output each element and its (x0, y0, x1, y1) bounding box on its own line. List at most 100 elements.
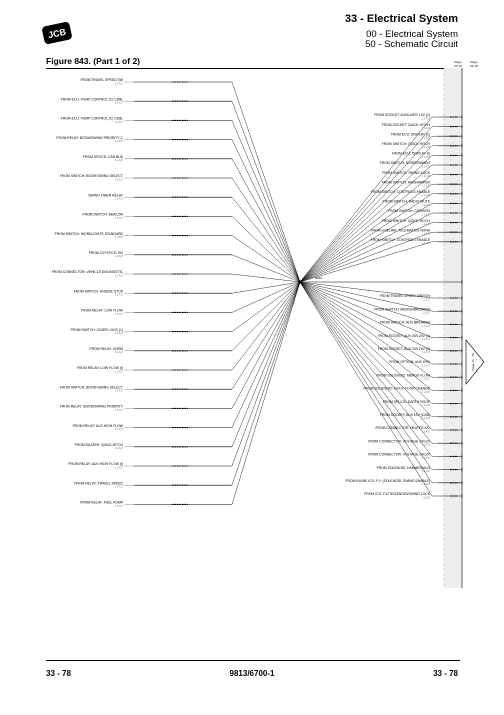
right-label: FROM CONNECTOR: VOLTAGE 24/12V (368, 453, 431, 457)
edge-band (444, 68, 462, 588)
fan-line (299, 222, 433, 283)
left-ref: 1.1 A17 (115, 274, 124, 277)
footer-rule (46, 660, 460, 661)
right-label: FROM SWITCH: QUICK HITCH (382, 219, 431, 223)
right-label: FROM TRAVEL SPEED SWITCH (380, 294, 431, 298)
fan-line (231, 216, 301, 283)
right-label: FROM ECU: DISPLAY (I) (392, 152, 430, 156)
right-label: FROM SWITCH: QUICK HITCH (382, 142, 431, 146)
fan-line (299, 212, 433, 283)
right-ref: 1.1 A17 (422, 146, 431, 149)
left-label: FROM RELAY: HORN (90, 347, 124, 351)
fan-line (299, 116, 433, 283)
left-label: FROM SWITCH: BEACON (83, 213, 124, 217)
offpage-arrow (465, 339, 485, 385)
right-ref: 1.1 A17 (422, 117, 431, 120)
fan-line (299, 232, 433, 283)
fan-line (299, 281, 433, 299)
right-ref: 1.1 A17 (422, 404, 431, 407)
fan-line (231, 197, 301, 283)
right-ref: 1.1 A17 (422, 185, 431, 188)
right-label: FROM SWITCH: AUX BREAKER (380, 321, 431, 325)
jcb-logo: JCB (42, 22, 72, 44)
right-label: FROM INLINE ICO: F.Y. (SOLENOID: SWING E… (345, 479, 430, 483)
fan-line (231, 235, 301, 283)
left-label: SWING TIMER RELAY (88, 193, 123, 197)
left-ref: 1.1 A17 (115, 428, 124, 431)
right-label: FROM SWITCH: WASH/WIPER (382, 180, 431, 184)
left-ref: 1.1 A17 (115, 178, 124, 181)
fan-line (299, 281, 433, 312)
right-ref: 1.1 A17 (422, 213, 431, 216)
left-label: FROM SWITCH: BOOM SWING SELECT (60, 385, 123, 389)
page-number-right: 33 - 78 (433, 669, 458, 678)
left-ref: 1.1 A17 (115, 370, 124, 373)
fan-line (231, 254, 301, 283)
fan-line (299, 281, 433, 470)
right-ref: 1.1 A17 (422, 417, 431, 420)
fan-line (231, 281, 301, 390)
subtitle-2: 50 - Schematic Circuit (365, 39, 458, 50)
fan-line (299, 281, 433, 497)
subtitle-1: 00 - Electrical System (366, 29, 458, 40)
fan-line (299, 281, 433, 444)
right-label: FROM SOLENOID: MERGE FLOW (376, 373, 430, 377)
page-tag-label: Page (454, 60, 461, 64)
offpage-label: Page 33 - 79 (471, 353, 475, 371)
right-ref: 1.1 A17 (422, 312, 431, 315)
fan-line (299, 281, 433, 338)
right-label: FROM SOCKET: AUX IGN 24V (2) (378, 347, 430, 351)
right-label: FROM SWITCH: CUSHION (388, 209, 430, 213)
fan-line (299, 281, 433, 351)
left-label: FROM RELAY: LOW FLOW (I) (77, 366, 123, 370)
left-label: FROM SWITCH: WORKLIGHTS STANDARD (55, 232, 124, 236)
right-ref: 1.1 A17 (422, 483, 431, 486)
right-ref: 1.1 A17 (422, 298, 431, 301)
left-label: FROM SWITCH: BOOM SWING SELECT (60, 174, 123, 178)
fan-line (231, 281, 301, 447)
left-label: FROM RELAY: BOOM/SWING PRIORITY (60, 405, 124, 409)
header-rule (46, 68, 460, 69)
fan-line (299, 184, 433, 283)
section-title: 33 - Electrical System (344, 13, 458, 25)
right-label: FROM SOLENOID: HAMMER/AUX (377, 466, 431, 470)
fan-line (299, 155, 433, 283)
left-ref: 1.1 A17 (115, 236, 124, 239)
right-label: FROM SPLICE: EARTH ROOF (383, 400, 430, 404)
left-ref: 1.1 A17 (115, 409, 124, 412)
right-label: FROM SOCKET: AUXILIARY 12V (1) (374, 113, 430, 117)
right-label: FROM SWITCH: RADIO MUTE (383, 200, 431, 204)
left-label: FROM CONNECTOR: VEHICLE DIAGNOSTIC (52, 270, 124, 274)
fan-line (231, 281, 301, 409)
right-ref: 1.1 A17 (422, 137, 431, 140)
fan-line (231, 120, 301, 283)
right-label: FROM OPTION: AUX HYD (389, 360, 430, 364)
right-ref: 1.1 A17 (422, 165, 431, 168)
fan-line (299, 136, 433, 283)
splice-label: S949 (315, 276, 322, 280)
fan-line (231, 281, 301, 351)
fan-line (231, 158, 301, 283)
right-label: FROM SOCKET: QUICK HITCH (382, 123, 431, 127)
left-ref: 1.1 A17 (115, 140, 124, 143)
left-label: FROM RELAY: TRAVEL SPEED (74, 481, 123, 485)
left-ref: 1.1 A17 (115, 447, 124, 450)
left-label: FROM BUZZER: QUICK HITCH (75, 443, 124, 447)
fan-line (231, 281, 301, 505)
fan-line (231, 281, 301, 486)
fan-line (299, 281, 433, 417)
fan-line (231, 281, 301, 332)
left-label: FROM ECU: PUMP CONTROL (C) CD8L (61, 97, 123, 101)
left-ref: 1.1 A17 (115, 82, 124, 85)
left-label: FROM RELAY: AUX HIGH FLOW (I) (68, 462, 123, 466)
fan-line (231, 281, 301, 428)
left-label: FROM SPLICE: CAN BUS (83, 155, 124, 159)
right-ref: 1.1 A17 (422, 223, 431, 226)
right-ref: 1.1 A17 (422, 444, 431, 447)
left-label: FROM RELAY: FUEL PUMP (80, 501, 124, 505)
right-label: FROM CONNECTOR: VOLTAGE 24/12V (368, 439, 431, 443)
fan-line (299, 281, 433, 483)
left-ref: 1.1 A17 (115, 102, 124, 105)
left-ref: 1.1 A17 (115, 486, 124, 489)
